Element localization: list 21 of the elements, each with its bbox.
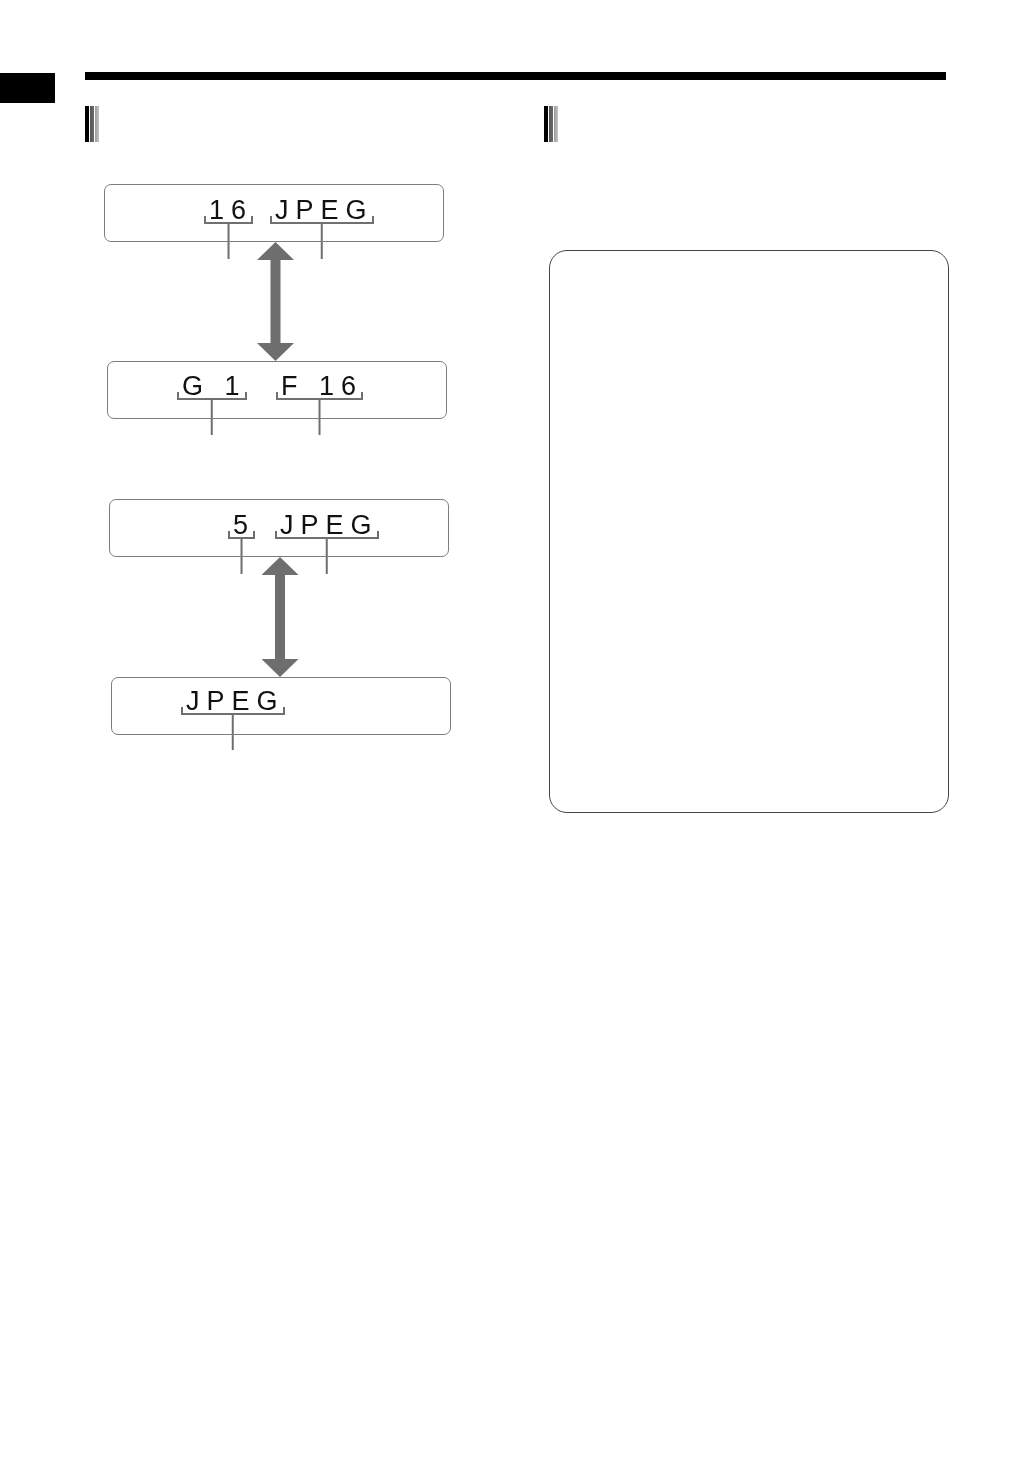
leader-line bbox=[318, 399, 321, 436]
double-arrow bbox=[261, 557, 299, 677]
bracketed-display-text: JPEG bbox=[181, 688, 285, 715]
leader-line bbox=[320, 223, 323, 260]
leader-line bbox=[325, 538, 328, 575]
display-panel bbox=[111, 677, 451, 735]
display-panel bbox=[107, 361, 447, 419]
leader-line bbox=[227, 223, 230, 260]
display-panel bbox=[109, 499, 449, 557]
leader-line bbox=[240, 538, 243, 575]
leader-line bbox=[210, 399, 213, 436]
rounded-panel bbox=[549, 250, 949, 813]
bracketed-display-text: F 16 bbox=[276, 373, 364, 400]
leader-line bbox=[231, 714, 234, 751]
bracketed-display-text: JPEG bbox=[270, 197, 374, 224]
display-panel bbox=[104, 184, 444, 242]
bracketed-display-text: G 1 bbox=[177, 373, 247, 400]
bracketed-display-text: 5 bbox=[228, 512, 256, 539]
bracketed-display-text: JPEG bbox=[275, 512, 379, 539]
bracketed-display-text: 16 bbox=[204, 197, 254, 224]
double-arrow bbox=[257, 242, 294, 361]
